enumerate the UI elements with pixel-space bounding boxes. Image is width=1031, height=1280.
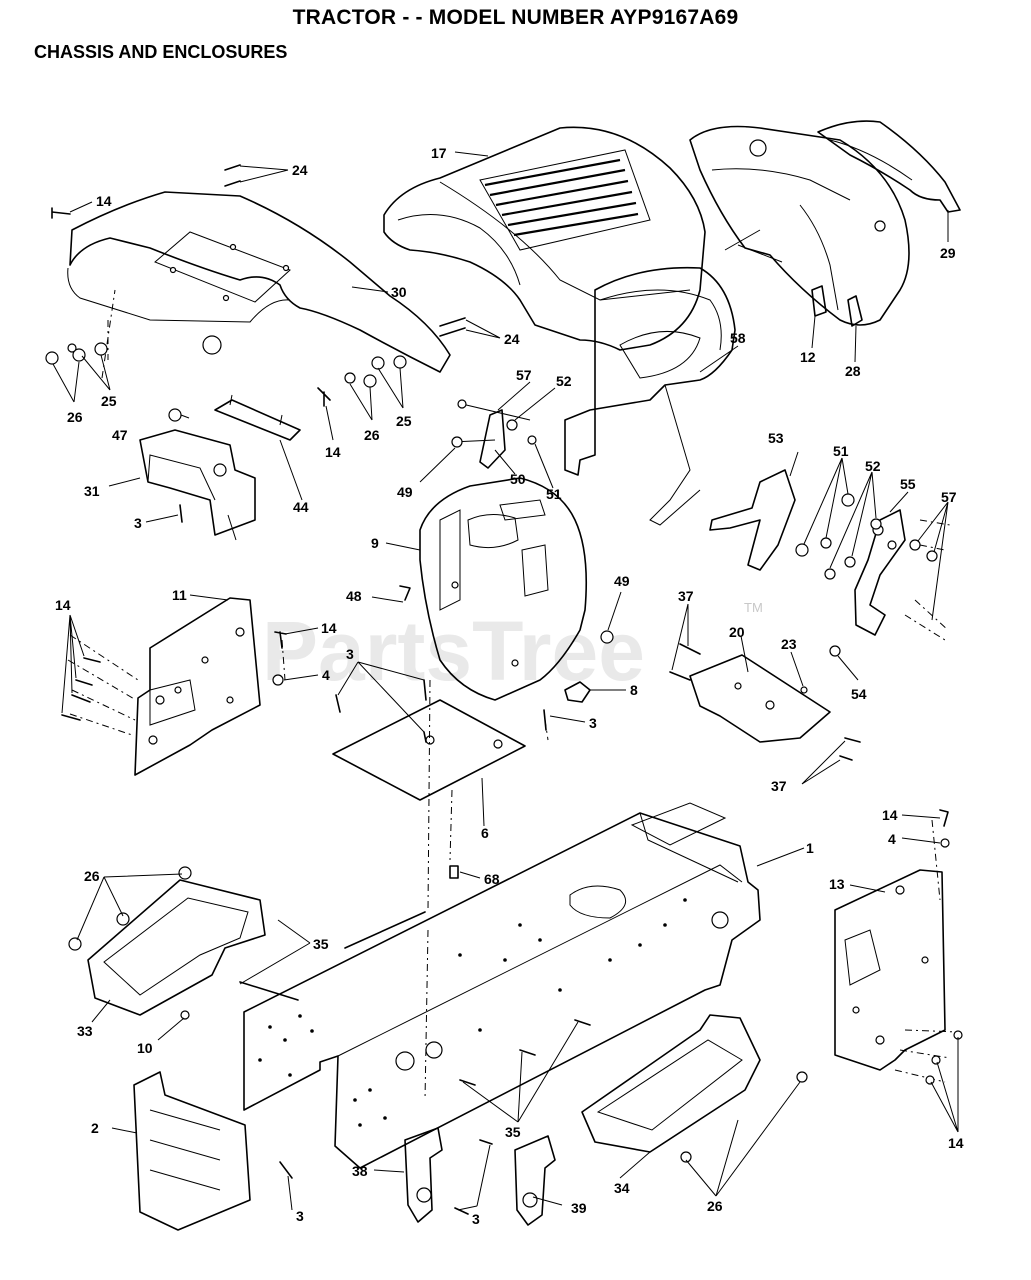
callout-24: 24: [504, 331, 520, 347]
callout-11: 11: [172, 587, 187, 603]
callout-1: 1: [806, 840, 814, 856]
callout-13: 13: [829, 876, 845, 892]
callout-37: 37: [678, 588, 694, 604]
part-53-link[interactable]: [709, 469, 796, 571]
part-8-clamp[interactable]: [564, 681, 591, 703]
part-58-dash[interactable]: [564, 266, 736, 526]
callout-33: 33: [77, 1023, 93, 1039]
part-38-bracket[interactable]: [404, 1127, 443, 1223]
callout-44: 44: [293, 499, 309, 515]
callout-54: 54: [851, 686, 867, 702]
callout-57: 57: [941, 489, 957, 505]
callout-17: 17: [431, 145, 447, 161]
callout-3: 3: [346, 646, 354, 662]
part-50-bracket[interactable]: [451, 399, 537, 469]
callout-58: 58: [730, 330, 746, 346]
callout-68: 68: [484, 871, 500, 887]
part-12-clip[interactable]: [811, 285, 827, 317]
callout-30: 30: [391, 284, 407, 300]
callout-34: 34: [614, 1180, 630, 1196]
page-title: TRACTOR - - MODEL NUMBER AYP9167A69: [292, 6, 739, 29]
callout-52: 52: [556, 373, 572, 389]
callout-29: 29: [940, 245, 956, 261]
callout-25: 25: [101, 393, 117, 409]
callout-12: 12: [800, 349, 816, 365]
leader-lines: [52, 151, 959, 1211]
watermark-trademark: TM: [744, 600, 763, 615]
part-35-rod[interactable]: [344, 911, 426, 949]
part-23-pin[interactable]: [800, 686, 808, 694]
callout-20: 20: [729, 624, 745, 640]
watermark-text: PartsTree: [262, 604, 645, 698]
callout-49: 49: [397, 484, 413, 500]
callout-57: 57: [516, 367, 532, 383]
callout-35: 35: [313, 936, 329, 952]
part-9-console[interactable]: [419, 477, 587, 701]
callout-53: 53: [768, 430, 784, 446]
part-47-nut[interactable]: [168, 408, 182, 422]
part-6-floor-plate[interactable]: [332, 699, 526, 801]
part-35-rod-b[interactable]: [239, 981, 299, 1001]
part-31-bracket[interactable]: [139, 429, 256, 541]
callout-14: 14: [882, 807, 898, 823]
callout-3: 3: [134, 515, 142, 531]
callout-14: 14: [96, 193, 112, 209]
part-11-side-panel[interactable]: [134, 597, 261, 776]
part-39-bracket[interactable]: [514, 1135, 556, 1226]
part-55-bracket[interactable]: [854, 509, 906, 636]
callout-2: 2: [91, 1120, 99, 1136]
callout-26: 26: [84, 868, 100, 884]
section-title: CHASSIS AND ENCLOSURES: [34, 42, 288, 62]
part-2-rear-panel[interactable]: [133, 1071, 251, 1231]
callout-51: 51: [546, 486, 562, 502]
callout-31: 31: [84, 483, 100, 499]
callout-14: 14: [55, 597, 71, 613]
hardware: [45, 164, 963, 1215]
frame-holes: [258, 898, 687, 1127]
callout-38: 38: [352, 1163, 368, 1179]
callout-55: 55: [900, 476, 916, 492]
part-30-fender[interactable]: [67, 191, 451, 373]
callout-39: 39: [571, 1200, 587, 1216]
part-34-footrest[interactable]: [581, 1014, 808, 1163]
callout-26: 26: [364, 427, 380, 443]
callout-14: 14: [948, 1135, 964, 1151]
part-28-grille[interactable]: [689, 125, 910, 327]
callout-3: 3: [589, 715, 597, 731]
callout-26: 26: [67, 409, 83, 425]
callout-14: 14: [321, 620, 337, 636]
callout-6: 6: [481, 825, 489, 841]
callout-4: 4: [888, 831, 896, 847]
callout-3: 3: [472, 1211, 480, 1227]
part-29-front-cover[interactable]: [817, 120, 961, 213]
callout-14: 14: [325, 444, 341, 460]
callout-25: 25: [396, 413, 412, 429]
callout-8: 8: [630, 682, 638, 698]
callout-28: 28: [845, 363, 861, 379]
part-13-side-panel[interactable]: [834, 869, 946, 1071]
callout-3: 3: [296, 1208, 304, 1224]
callout-4: 4: [322, 667, 330, 683]
callout-51: 51: [833, 443, 849, 459]
callout-50: 50: [510, 471, 526, 487]
part-33-footrest[interactable]: [68, 866, 266, 1016]
callout-48: 48: [346, 588, 362, 604]
part-44-plate[interactable]: [214, 394, 301, 441]
part-54-bolt[interactable]: [829, 645, 841, 657]
callout-35: 35: [505, 1124, 521, 1140]
part-1-frame[interactable]: [243, 802, 761, 1169]
callout-24: 24: [292, 162, 308, 178]
callout-37: 37: [771, 778, 787, 794]
callout-49: 49: [614, 573, 630, 589]
part-20-plate[interactable]: [689, 654, 831, 743]
callout-labels: 17 24 14 29 30 24 58 12 28 26 25 26 25 5…: [55, 145, 964, 1227]
callout-26: 26: [707, 1198, 723, 1214]
callout-52: 52: [865, 458, 881, 474]
part-17-hood[interactable]: [383, 126, 706, 351]
callout-9: 9: [371, 535, 379, 551]
callout-10: 10: [137, 1040, 153, 1056]
callout-47: 47: [112, 427, 128, 443]
callout-23: 23: [781, 636, 797, 652]
